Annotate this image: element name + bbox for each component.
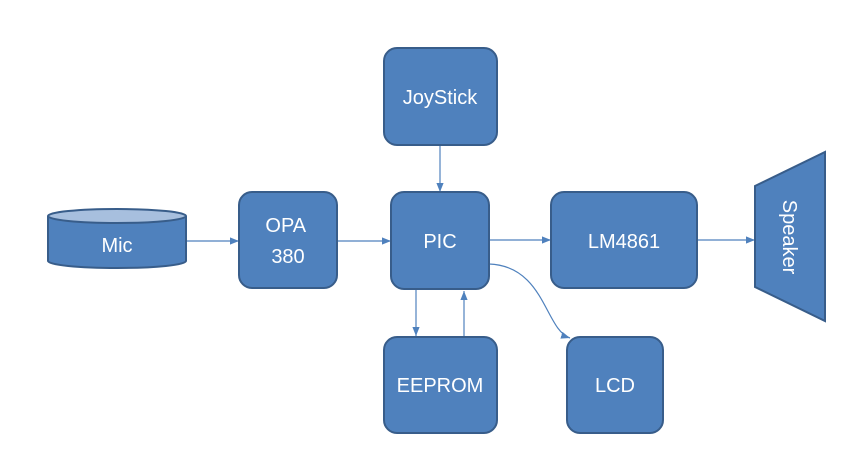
lcd-block: LCD bbox=[566, 336, 664, 434]
eeprom-block: EEPROM bbox=[383, 336, 498, 434]
connector-pic-to-lcd bbox=[488, 263, 571, 339]
lm4861-block: LM4861 bbox=[550, 191, 698, 289]
opa380-label-line1: OPA bbox=[265, 215, 306, 237]
pic-block: PIC bbox=[390, 191, 490, 290]
opa380-block: OPA 380 bbox=[238, 191, 338, 289]
mic-block: Mic bbox=[47, 208, 187, 269]
joystick-block: JoyStick bbox=[383, 47, 498, 146]
mic-label: Mic bbox=[101, 235, 132, 257]
pic-label: PIC bbox=[423, 231, 456, 253]
speaker-block: Speaker bbox=[754, 150, 826, 323]
speaker-label: Speaker bbox=[778, 200, 800, 275]
lm4861-label: LM4861 bbox=[588, 231, 660, 253]
opa380-label-line2: 380 bbox=[271, 246, 304, 268]
eeprom-label: EEPROM bbox=[397, 375, 484, 397]
joystick-label: JoyStick bbox=[403, 87, 478, 109]
opa380-label: OPA 380 bbox=[265, 215, 310, 268]
lcd-label: LCD bbox=[595, 375, 635, 397]
connectors bbox=[186, 145, 755, 339]
